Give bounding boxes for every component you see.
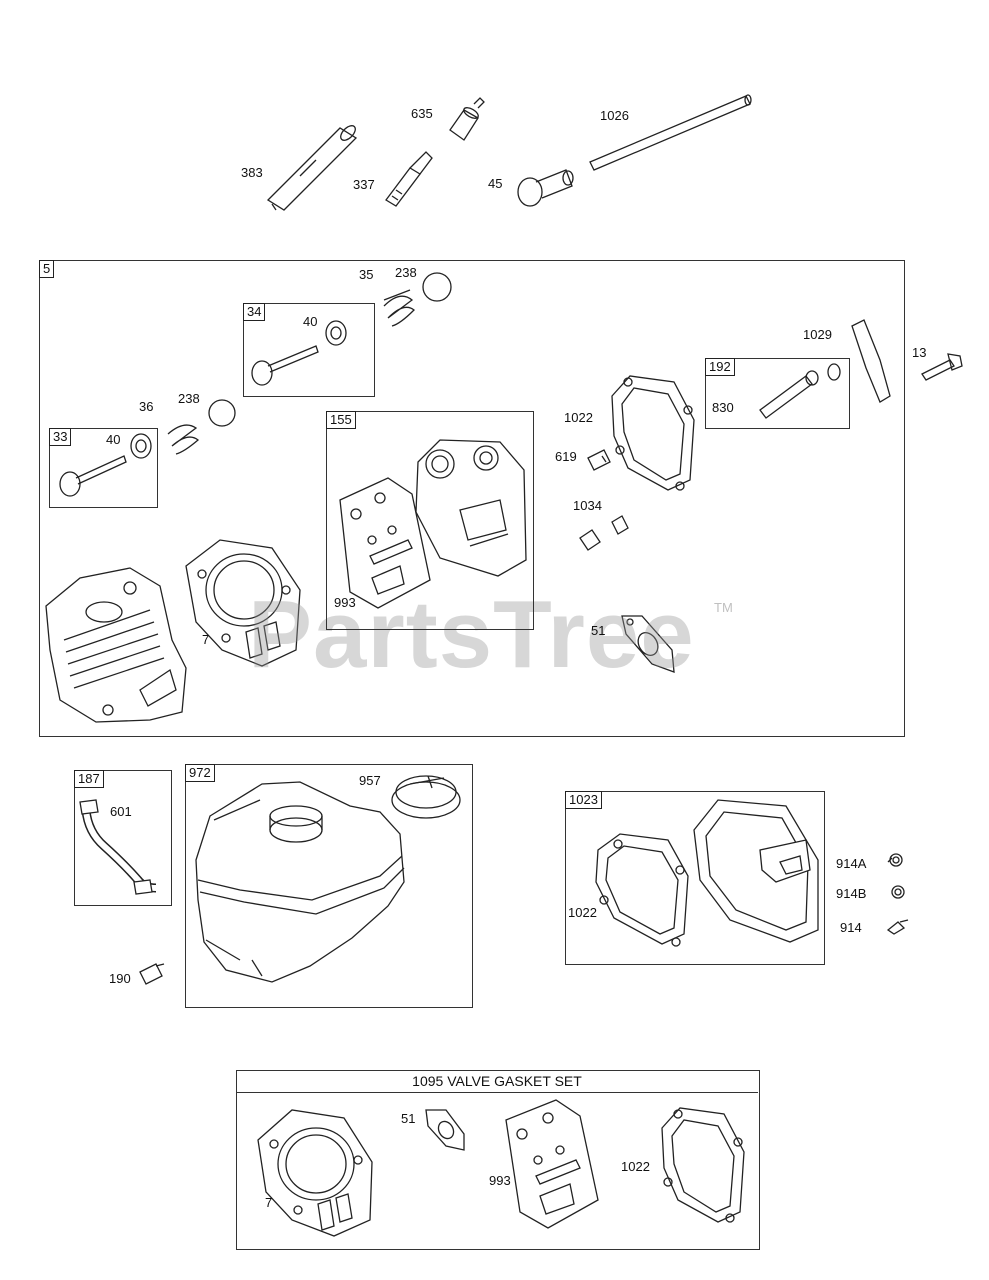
- callout-957[interactable]: 957: [359, 773, 381, 788]
- part-1022-gasket-b-drawing: [595, 833, 689, 947]
- part-192-830-drawing: [759, 363, 841, 419]
- callout-1022-group5[interactable]: 1022: [564, 410, 593, 425]
- group-192-label[interactable]: 192: [705, 358, 735, 376]
- part-190-nut-drawing: [139, 963, 165, 985]
- callout-45[interactable]: 45: [488, 176, 503, 191]
- group-33-frame: [49, 428, 158, 508]
- group-34-frame: [243, 303, 375, 397]
- callout-635[interactable]: 635: [411, 106, 433, 121]
- callout-238-top[interactable]: 238: [395, 265, 417, 280]
- group-1023-frame: [565, 791, 825, 965]
- group-972-label[interactable]: 972: [185, 764, 215, 782]
- callout-238-left[interactable]: 238: [178, 391, 200, 406]
- callout-601[interactable]: 601: [110, 804, 132, 819]
- part-1022-gasket-drawing: [611, 375, 695, 491]
- group-33-label[interactable]: 33: [49, 428, 72, 446]
- group-5-frame: [39, 260, 905, 737]
- set-part-7-head-gasket-drawing: [257, 1109, 373, 1237]
- part-337-drawing: [385, 151, 433, 207]
- part-1026-drawing: [589, 94, 752, 171]
- part-238-cap-drawing: [422, 272, 452, 302]
- part-1034-drawing: [579, 515, 629, 551]
- callout-993-group5[interactable]: 993: [334, 595, 356, 610]
- callout-993-set[interactable]: 993: [489, 1173, 511, 1188]
- gasket-set-title: 1095 VALVE GASKET SET: [236, 1070, 758, 1093]
- part-957-fuel-cap-drawing: [391, 775, 461, 819]
- part-383-drawing: [266, 125, 358, 211]
- group-1023-label[interactable]: 1023: [565, 791, 602, 809]
- group-972-frame: [185, 764, 473, 1008]
- part-619-screw-drawing: [587, 449, 611, 471]
- part-601-fuel-line-drawing: [79, 799, 157, 895]
- callout-40-intake[interactable]: 40: [106, 432, 121, 447]
- set-part-1022-gasket-drawing: [661, 1107, 745, 1223]
- part-13-bolt-drawing: [921, 353, 963, 381]
- callout-830[interactable]: 830: [712, 400, 734, 415]
- part-635-drawing: [449, 97, 485, 141]
- part-7-head-gasket-drawing: [185, 539, 301, 667]
- callout-35[interactable]: 35: [359, 267, 374, 282]
- callout-1022-set[interactable]: 1022: [621, 1159, 650, 1174]
- callout-383[interactable]: 383: [241, 165, 263, 180]
- callout-337[interactable]: 337: [353, 177, 375, 192]
- part-45-drawing: [517, 169, 574, 207]
- callout-40-exhaust[interactable]: 40: [303, 314, 318, 329]
- set-part-51-gasket-drawing: [425, 1109, 465, 1151]
- callout-7-group5[interactable]: 7: [202, 632, 210, 647]
- group-5-label[interactable]: 5: [39, 260, 55, 278]
- callout-1029[interactable]: 1029: [803, 327, 832, 342]
- part-51-gasket-drawing: [621, 615, 675, 673]
- part-valve-cover-drawing: [693, 799, 819, 943]
- callout-914A[interactable]: 914A: [836, 856, 867, 871]
- part-33-valve-drawing: [59, 433, 152, 497]
- callout-914B[interactable]: 914B: [836, 886, 867, 901]
- callout-7-set[interactable]: 7: [265, 1195, 273, 1210]
- part-914-fasteners-drawing: [886, 853, 909, 935]
- gasket-set-frame: [236, 1070, 760, 1250]
- part-155-gasket-drawing: [339, 439, 527, 609]
- part-34-valve-drawing: [251, 320, 347, 386]
- callout-1022-group1023[interactable]: 1022: [568, 905, 597, 920]
- callout-619[interactable]: 619: [555, 449, 577, 464]
- group-187-label[interactable]: 187: [74, 770, 104, 788]
- callout-36[interactable]: 36: [139, 399, 154, 414]
- callout-13[interactable]: 13: [912, 345, 927, 360]
- group-34-label[interactable]: 34: [243, 303, 266, 321]
- callout-51-group5[interactable]: 51: [591, 623, 606, 638]
- part-36-spring-drawing: [167, 424, 200, 455]
- group-192-frame: [705, 358, 850, 429]
- callout-1034[interactable]: 1034: [573, 498, 602, 513]
- cylinder-head-drawing: [45, 567, 187, 723]
- part-972-fuel-tank-drawing: [195, 781, 405, 983]
- callout-914[interactable]: 914: [840, 920, 862, 935]
- part-35-spring-drawing: [383, 289, 415, 327]
- group-187-frame: [74, 770, 172, 906]
- partstree-watermark: PartsTree: [248, 581, 695, 688]
- callout-1026[interactable]: 1026: [600, 108, 629, 123]
- callout-190[interactable]: 190: [109, 971, 131, 986]
- watermark-trademark: TM: [714, 600, 733, 615]
- part-1029-drawing: [851, 319, 891, 403]
- group-155-frame: [326, 411, 534, 630]
- part-238-cap-b-drawing: [208, 399, 236, 427]
- callout-51-set[interactable]: 51: [401, 1111, 416, 1126]
- set-part-993-gasket-drawing: [505, 1099, 599, 1229]
- group-155-label[interactable]: 155: [326, 411, 356, 429]
